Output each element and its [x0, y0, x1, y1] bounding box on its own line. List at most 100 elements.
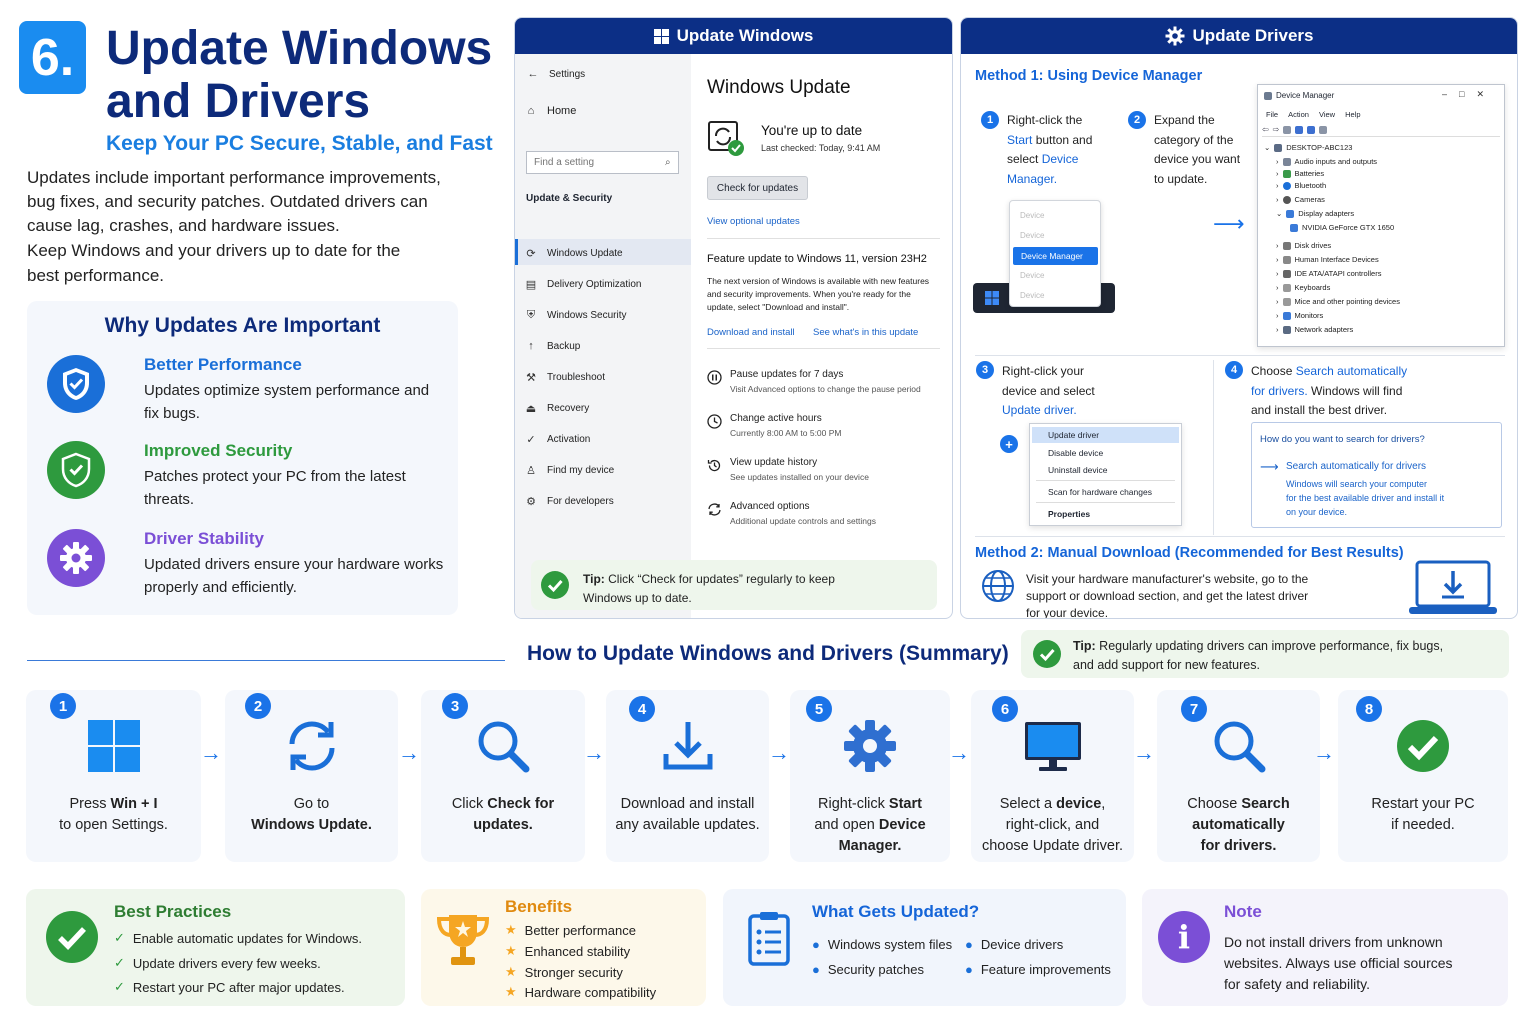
- text: Stronger security: [524, 964, 623, 980]
- sidebar-item-windows-update[interactable]: ⟳Windows Update: [525, 247, 622, 260]
- tree-item[interactable]: ›Batteries: [1276, 169, 1324, 178]
- toolbar-icon[interactable]: [1307, 125, 1316, 134]
- chevron-right-icon: ›: [1276, 311, 1279, 320]
- window-controls[interactable]: –□✕: [1442, 89, 1496, 99]
- sidebar-item-label: For developers: [547, 495, 614, 507]
- tree-root[interactable]: ⌄DESKTOP-ABC123: [1264, 143, 1352, 152]
- check-for-updates-button[interactable]: Check for updates: [707, 176, 808, 200]
- step-number-badge: 1: [50, 693, 76, 719]
- intro-line-3: cause lag, crashes, and hardware issues.: [27, 216, 340, 235]
- highlight: Manager.: [1007, 171, 1058, 186]
- home-icon: ⌂: [527, 105, 535, 117]
- toolbar-icon[interactable]: [1295, 125, 1304, 134]
- menu-item-disable-device[interactable]: Disable device: [1048, 448, 1104, 458]
- start-button-icon[interactable]: [985, 291, 999, 305]
- whats-new-link[interactable]: See what's in this update: [813, 327, 919, 338]
- tree-item[interactable]: ›Bluetooth: [1276, 181, 1326, 190]
- option-advanced-title[interactable]: Advanced options: [730, 501, 810, 512]
- tree-item[interactable]: ›IDE ATA/ATAPI controllers: [1276, 269, 1381, 278]
- tree-item[interactable]: ›Audio inputs and outputs: [1276, 157, 1377, 166]
- tip-line-2: and add support for new features.: [1073, 658, 1260, 672]
- check-icon: ✓: [114, 979, 125, 994]
- note-card: i Note Do not install drivers from unkno…: [1142, 889, 1508, 1006]
- computer-icon: [1274, 143, 1283, 152]
- menu-item[interactable]: Device: [1020, 291, 1045, 300]
- download-and-install-link[interactable]: Download and install: [707, 327, 795, 338]
- sidebar-item-home[interactable]: ⌂Home: [525, 105, 577, 117]
- panel-header-title: Update Windows: [676, 26, 814, 45]
- tree-item[interactable]: ›Cameras: [1276, 195, 1325, 204]
- option-history-title[interactable]: View update history: [730, 457, 818, 468]
- tree-item[interactable]: ›Human Interface Devices: [1276, 255, 1379, 264]
- tree-item-label: Disk drives: [1294, 241, 1332, 250]
- bold-text: Start: [888, 796, 922, 812]
- clock-icon: [707, 414, 722, 429]
- text: on your device.: [1286, 507, 1348, 517]
- delivery-icon: ▤: [525, 278, 537, 291]
- menu-action[interactable]: Action: [1288, 110, 1309, 119]
- menu-item[interactable]: Device: [1020, 231, 1045, 240]
- tree-item-display-adapters[interactable]: ⌄Display adapters: [1276, 209, 1354, 218]
- forward-icon[interactable]: ⇨: [1272, 125, 1280, 134]
- option-active-hours-title[interactable]: Change active hours: [730, 413, 822, 424]
- menu-item-update-driver[interactable]: Update driver: [1032, 427, 1179, 443]
- monitor-icon: [1282, 311, 1291, 320]
- sidebar-item-recovery[interactable]: ⏏Recovery: [525, 402, 589, 415]
- find-setting-input[interactable]: [526, 151, 679, 174]
- windows-update-title: Windows Update: [707, 77, 851, 98]
- tree-item[interactable]: ›Disk drives: [1276, 241, 1331, 250]
- method-1-heading: Method 1: Using Device Manager: [975, 68, 1203, 84]
- menu-item-scan-hardware[interactable]: Scan for hardware changes: [1048, 487, 1152, 497]
- sidebar-item-troubleshoot[interactable]: ⚒Troubleshoot: [525, 371, 605, 384]
- keyboard-icon: [1282, 283, 1291, 292]
- pause-icon: [707, 370, 722, 385]
- sidebar-item-find-my-device[interactable]: ♙Find my device: [525, 464, 614, 477]
- step-number-badge: 6: [992, 696, 1018, 722]
- menu-help[interactable]: Help: [1345, 110, 1361, 119]
- menu-item-uninstall-device[interactable]: Uninstall device: [1048, 465, 1108, 475]
- view-optional-updates-link[interactable]: View optional updates: [707, 216, 800, 227]
- menu-item-device-manager[interactable]: Device Manager: [1013, 247, 1098, 265]
- check-circle-icon: [1033, 640, 1061, 668]
- back-icon[interactable]: ⇦: [1262, 125, 1269, 134]
- tree-item-label: Keyboards: [1294, 283, 1331, 292]
- menu-item-properties[interactable]: Properties: [1048, 509, 1091, 519]
- sidebar-item-for-developers[interactable]: ⚙For developers: [525, 495, 614, 508]
- sidebar-item-backup[interactable]: ↑Backup: [525, 340, 580, 352]
- sidebar-item-activation[interactable]: ✓Activation: [525, 433, 590, 446]
- list-item: ●Device drivers: [965, 937, 1063, 952]
- menu-item[interactable]: Device: [1020, 211, 1045, 220]
- tree-item[interactable]: ›Mice and other pointing devices: [1276, 297, 1400, 306]
- globe-icon: [981, 569, 1015, 603]
- why-text: Patches protect your PC from the latest …: [144, 468, 406, 508]
- star-icon: ★: [505, 922, 517, 937]
- text: choose Update driver.: [981, 838, 1124, 854]
- toolbar: ⇦⇨: [1262, 123, 1500, 137]
- driver-step-3-text: Right-click your device and select Updat…: [1002, 362, 1182, 421]
- tip-line-1: Tip: Regularly updating drivers can impr…: [1073, 639, 1443, 653]
- why-title: Why Updates Are Important: [104, 314, 381, 337]
- toolbar-icon[interactable]: [1319, 125, 1328, 134]
- back-button[interactable]: ←Settings: [527, 68, 586, 80]
- option-active-hours-sub: Currently 8:00 AM to 5:00 PM: [730, 428, 842, 438]
- intro-line-2: bug fixes, and security patches. Outdate…: [27, 192, 428, 211]
- summary-title: How to Update Windows and Drivers (Summa…: [527, 642, 1009, 665]
- menu-file[interactable]: File: [1266, 110, 1279, 119]
- menu-item[interactable]: Device: [1020, 271, 1045, 280]
- toolbar-icon[interactable]: [1283, 125, 1292, 134]
- menu-view[interactable]: View: [1318, 110, 1336, 119]
- sidebar-item-windows-security[interactable]: ⛨Windows Security: [525, 309, 627, 321]
- tree-item-gpu[interactable]: NVIDIA GeForce GTX 1650: [1290, 223, 1394, 232]
- download-icon: [660, 718, 716, 774]
- tree-item[interactable]: ›Monitors: [1276, 311, 1323, 320]
- text: websites. Always use official sources: [1224, 955, 1453, 971]
- arrow-right-icon: →: [200, 740, 222, 765]
- tree-item[interactable]: ›Network adapters: [1276, 325, 1353, 334]
- search-automatically-option[interactable]: Search automatically for drivers: [1286, 461, 1427, 472]
- tree-item[interactable]: ›Keyboards: [1276, 283, 1330, 292]
- option-pause-title[interactable]: Pause updates for 7 days: [730, 369, 844, 380]
- sidebar-item-delivery-optimization[interactable]: ▤Delivery Optimization: [525, 278, 642, 291]
